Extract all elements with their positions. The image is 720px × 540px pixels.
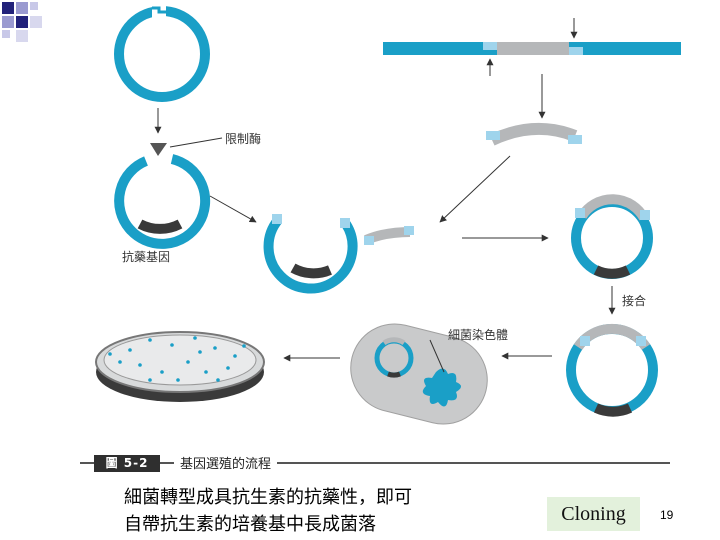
caption-rule bbox=[80, 462, 670, 464]
corner-decoration bbox=[0, 0, 48, 48]
enzyme-pointer bbox=[169, 137, 223, 148]
body-text: 細菌轉型成具抗生素的抗藥性，即可 自帶抗生素的培養基中長成菌落 bbox=[124, 484, 412, 538]
figure-number: 圖 5-2 bbox=[94, 455, 160, 472]
bacterium bbox=[350, 323, 488, 425]
label-bacterial-chromosome: 細菌染色體 bbox=[448, 328, 509, 342]
figure-title: 基因選殖的流程 bbox=[174, 453, 278, 472]
petri-dish bbox=[95, 331, 265, 402]
label-ligation: 接合 bbox=[622, 294, 647, 308]
plasmid-opened bbox=[263, 214, 358, 294]
insert-fragment bbox=[364, 226, 414, 245]
plasmid-ligating bbox=[571, 194, 653, 279]
plasmid-recombinant bbox=[566, 323, 658, 417]
body-text-line-2: 自帶抗生素的培養基中長成菌落 bbox=[124, 514, 376, 535]
body-text-line-1: 細菌轉型成具抗生素的抗藥性，即可 bbox=[124, 487, 412, 508]
label-restriction-enzyme: 限制酶 bbox=[225, 132, 262, 146]
enzyme-triangle bbox=[150, 143, 167, 156]
plasmid-cut bbox=[114, 154, 211, 249]
excised-fragment bbox=[486, 122, 582, 146]
figure-caption: 圖 5-2 基因選殖的流程 bbox=[80, 452, 670, 474]
label-resistance-gene: 抗藥基因 bbox=[122, 250, 171, 264]
arrow-open bbox=[209, 195, 257, 223]
page-number: 19 bbox=[660, 508, 674, 522]
topic-label: Cloning bbox=[547, 497, 640, 531]
arrow-fragment bbox=[439, 155, 511, 223]
plasmid-intact bbox=[114, 6, 210, 102]
donor-dna bbox=[383, 18, 681, 76]
